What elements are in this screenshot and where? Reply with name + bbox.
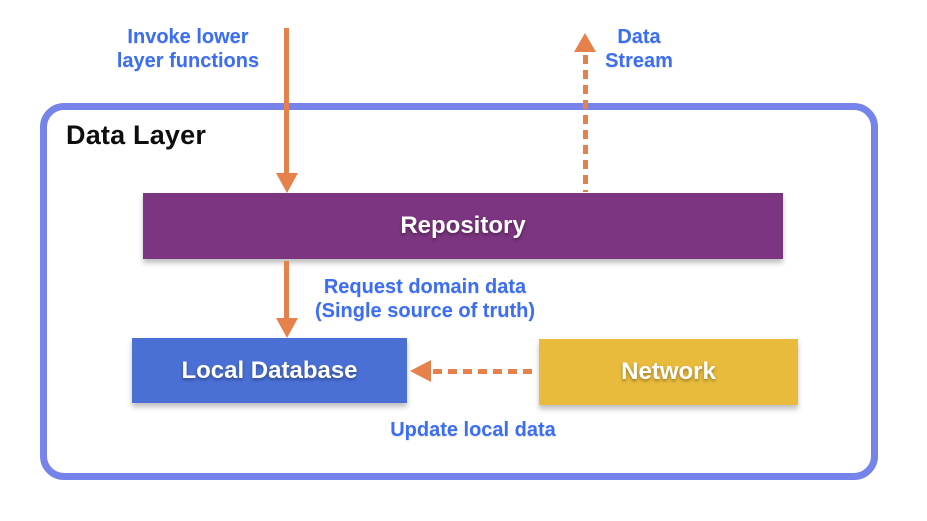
data-stream-label: Data Stream [605, 26, 673, 72]
local-database-node-label: Local Database [181, 356, 358, 384]
update-local-data-label: Update local data [390, 419, 556, 441]
network-node-label: Network [621, 358, 716, 385]
data-stream-arrowhead-up-icon [574, 33, 596, 52]
update-dashed-line [433, 369, 537, 374]
update-arrowhead-left-icon [410, 360, 431, 382]
repository-node: Repository [143, 193, 783, 259]
request-arrowhead-down-icon [276, 318, 298, 338]
invoke-arrow-line [284, 28, 289, 173]
invoke-arrowhead-down-icon [276, 173, 298, 193]
request-domain-data-label: Request domain data (Single source of tr… [315, 276, 535, 322]
local-database-node: Local Database [132, 338, 407, 403]
data-layer-boundary [40, 103, 878, 480]
repository-node-label: Repository [400, 212, 526, 239]
invoke-lower-layer-label: Invoke lower layer functions [116, 26, 260, 72]
request-arrow-line [284, 261, 289, 318]
data-stream-dashed-line [583, 55, 588, 192]
data-layer-title: Data Layer [66, 120, 207, 150]
network-node: Network [539, 339, 798, 405]
